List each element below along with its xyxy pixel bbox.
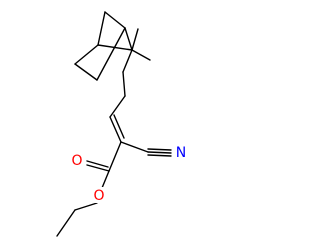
bond-triple-2 [147,148,172,151]
gem-dimethyl-group [131,28,151,61]
bond-c1-c6 [74,44,99,65]
bond-triple-3 [147,154,172,157]
bond-ch-calpha-double-2 [113,114,125,139]
bond-c5-c4 [96,27,126,81]
bond-co-double-1 [86,164,110,172]
bond-ccarbonyl-oester [101,170,110,189]
ester-group [56,141,122,237]
bond-calpha-cn [120,141,149,153]
bond-c3-methyl-b [131,49,151,61]
bond-triple-1 [147,151,172,154]
bond-c4-c3 [124,27,133,51]
bond-co-double-2 [86,160,109,168]
structure-canvas: O O N [56,11,188,237]
bond-c7-c4 [104,11,126,29]
bond-c1-c7 [97,11,106,46]
norbornane-ring [74,11,133,81]
bond-c2-ch2 [122,71,126,97]
alkene-linker [109,71,126,143]
bond-calpha-ccarbonyl [108,141,122,172]
bond-ch2-ch3 [56,209,76,237]
bond-ch2-ch [109,95,126,118]
molecule-structure: O O N [56,11,188,237]
bond-ch-calpha-double-1 [109,116,122,143]
atom-labels: O O N [70,144,188,204]
oxygen-carbonyl-label: O [71,153,82,169]
bond-oester-ch2 [74,202,98,211]
bond-c3-methyl-a [131,28,139,51]
bond-c1-c2 [97,44,133,51]
bond-c3-c2 [122,49,133,73]
bond-c6-c5 [74,63,98,81]
oxygen-ester-label: O [93,188,104,204]
nitrogen-nitrile-label: N [176,145,186,161]
nitrile-group [120,141,172,157]
